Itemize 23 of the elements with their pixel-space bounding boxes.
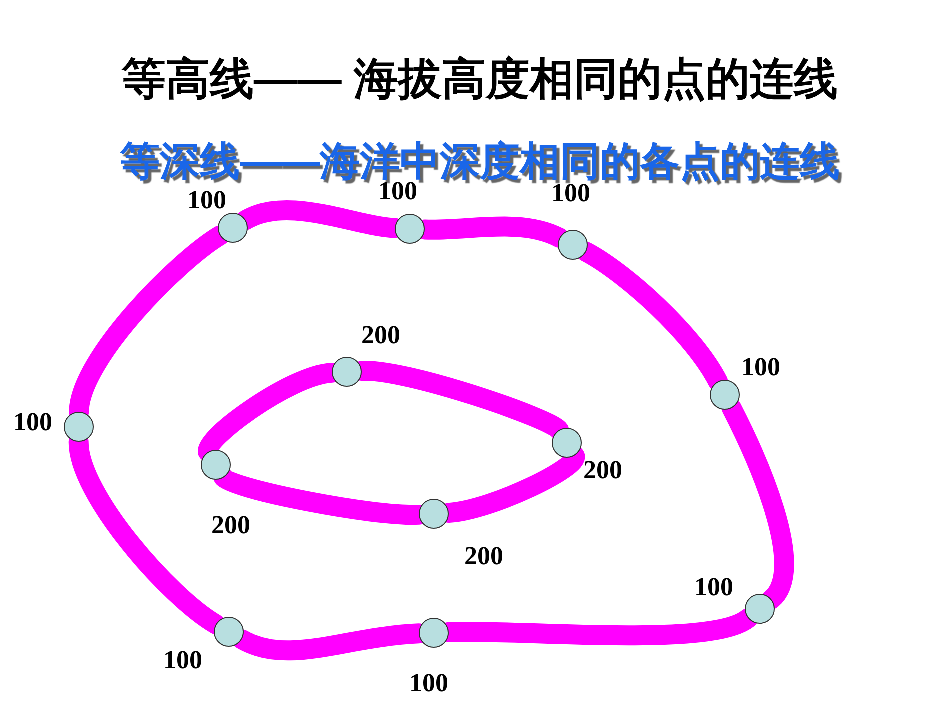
contour-point bbox=[64, 412, 94, 442]
elevation-value: 100 bbox=[164, 644, 202, 676]
contour-point bbox=[419, 499, 449, 529]
contour-point bbox=[214, 617, 244, 647]
contour-point bbox=[218, 213, 248, 243]
contour-point bbox=[201, 450, 231, 480]
title: 等高线—— 海拔高度相同的点的连线 bbox=[120, 54, 840, 106]
elevation-value: 200 bbox=[362, 320, 400, 352]
contour-point bbox=[745, 594, 775, 624]
elevation-value: 100 bbox=[14, 406, 52, 438]
elevation-value: 100 bbox=[188, 184, 226, 216]
elevation-value: 100 bbox=[410, 668, 448, 700]
elevation-value: 200 bbox=[212, 510, 250, 542]
contour-point bbox=[419, 618, 449, 648]
elevation-value: 100 bbox=[694, 572, 734, 604]
contour-point bbox=[558, 230, 588, 260]
elevation-value: 200 bbox=[464, 540, 504, 572]
elevation-value: 100 bbox=[742, 352, 780, 384]
elevation-value: 200 bbox=[584, 454, 622, 486]
contour-point bbox=[552, 428, 582, 458]
contour-point bbox=[395, 214, 425, 244]
contour-point bbox=[332, 357, 362, 387]
contour-point bbox=[710, 380, 740, 410]
